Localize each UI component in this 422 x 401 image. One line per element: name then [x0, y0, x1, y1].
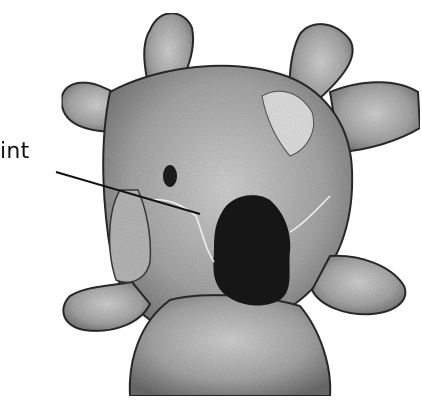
- foramen-dark: [213, 195, 290, 305]
- lower-left-process: [63, 282, 150, 331]
- joint-label: int: [0, 139, 30, 164]
- lower-right-process: [312, 256, 405, 314]
- lower-body: [130, 295, 330, 396]
- small-foramen-spot: [163, 165, 177, 187]
